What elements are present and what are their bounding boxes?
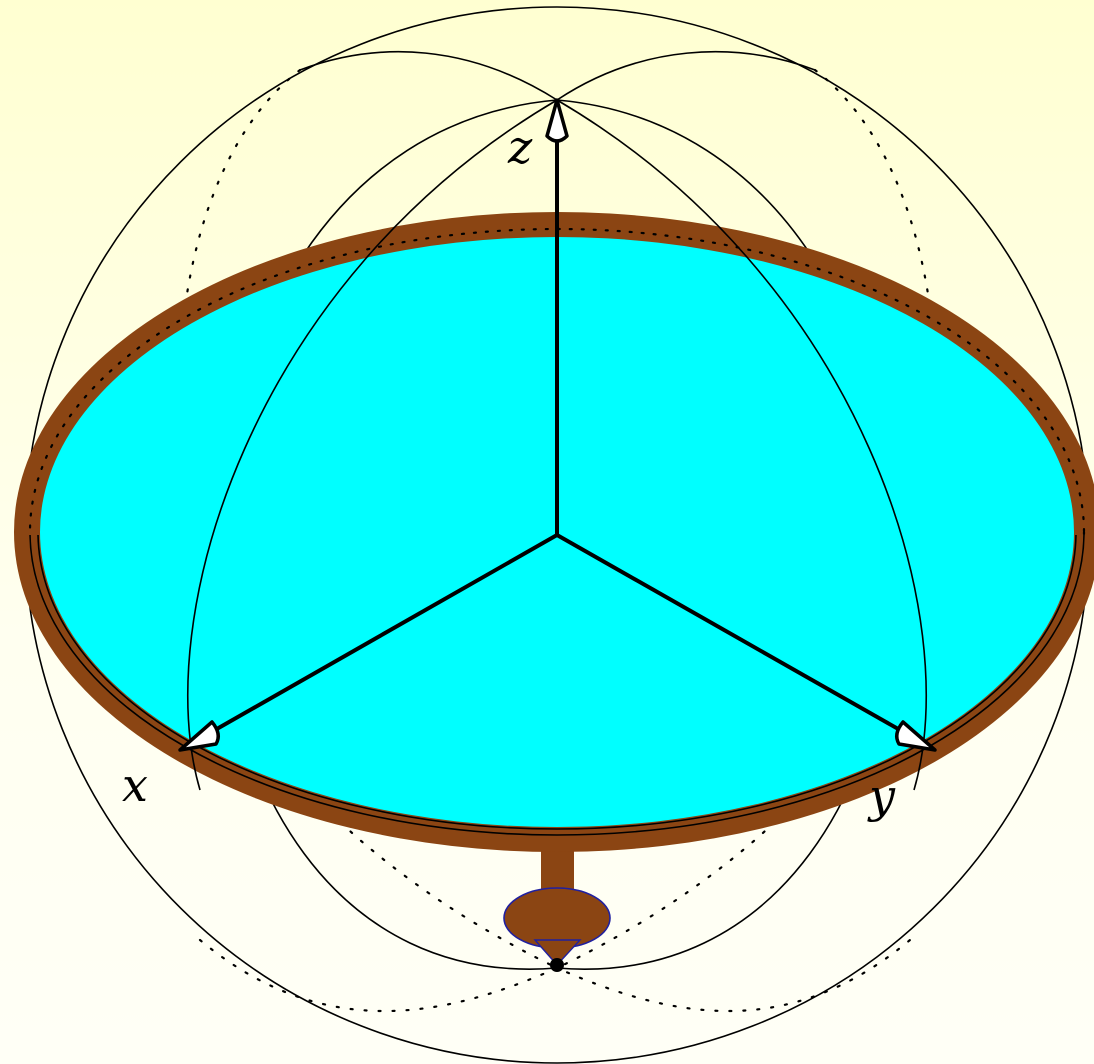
y-axis <box>556 533 901 732</box>
meridian-arc-front-right <box>556 99 928 791</box>
contact-point <box>550 958 564 972</box>
equator-front-inner <box>37 535 1077 830</box>
contact-cone <box>533 939 582 967</box>
z-axis-label: z <box>507 120 533 174</box>
x-axis-label: x <box>122 758 148 812</box>
x-axis <box>214 533 558 732</box>
meridian-arc-front-left <box>186 99 558 791</box>
equator-front-outer <box>29 535 1085 836</box>
x-arrowhead-icon <box>178 720 220 752</box>
z-arrowhead-icon <box>545 98 569 143</box>
gyroscope-knob <box>503 887 611 949</box>
meridian-arc-top-right <box>556 50 816 101</box>
meridian-arc-top-left <box>299 50 558 101</box>
y-axis-label: y <box>867 769 896 823</box>
y-arrowhead-icon <box>895 720 937 752</box>
